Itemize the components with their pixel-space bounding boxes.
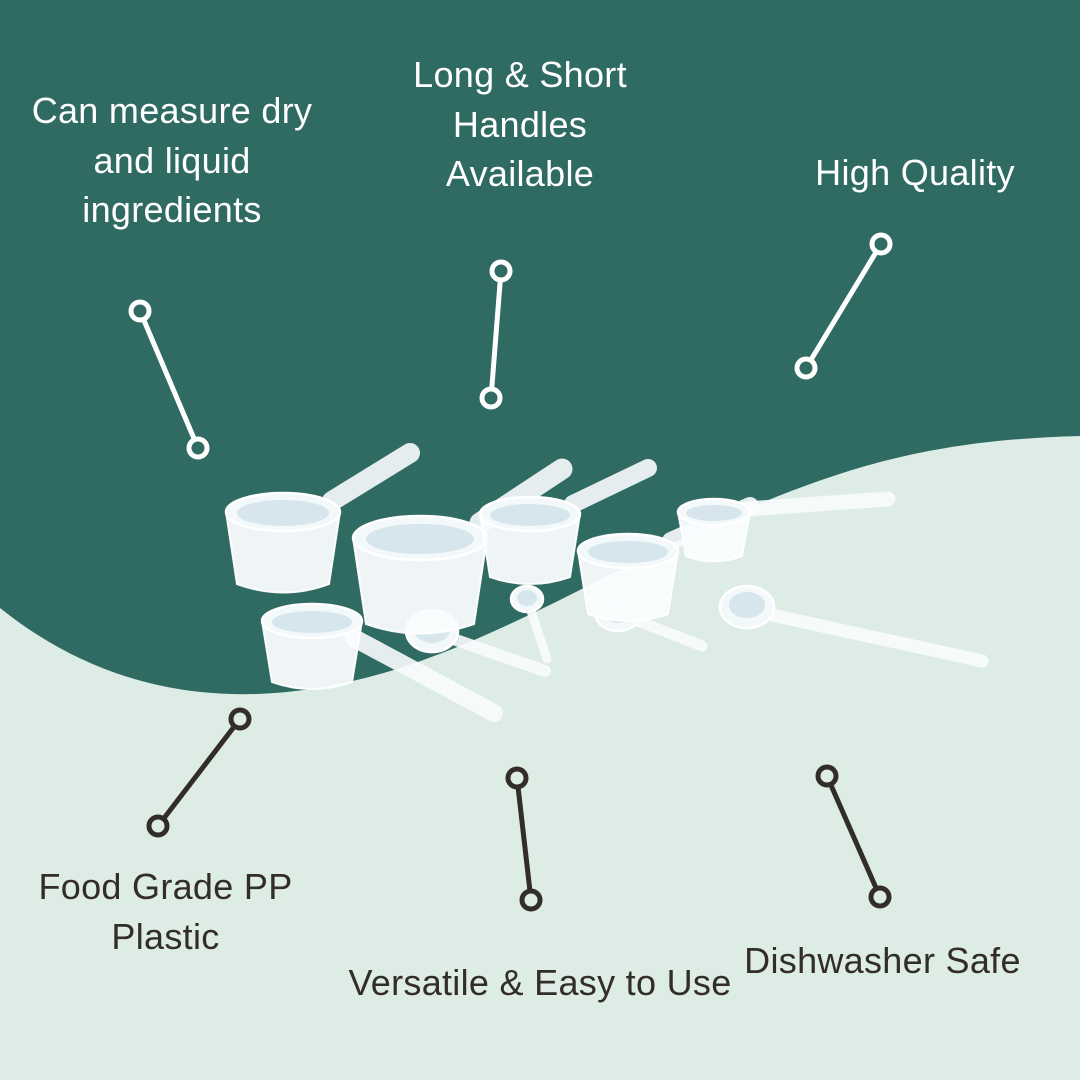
callout-line-bottom-left (155, 716, 243, 829)
label-handles-available: Long & Short Handles Available (413, 54, 627, 195)
measuring-scoops-image (224, 443, 989, 722)
callout-dot (128, 299, 152, 323)
callout-dot (479, 386, 503, 410)
callout-dot (228, 707, 252, 731)
label-high-quality: High Quality (815, 152, 1015, 193)
callout-line-bottom-center (514, 775, 534, 903)
callout-dot (186, 436, 210, 460)
measuring-scoop (260, 602, 503, 722)
measuring-scoop (478, 459, 657, 585)
callout-dot (869, 232, 893, 256)
label-can-measure: Can measure dry and liquid ingredients (31, 90, 313, 231)
callout-dot (794, 356, 818, 380)
callout-dot (868, 885, 892, 909)
callout-dot (505, 766, 529, 790)
callout-line-top-left (137, 308, 201, 451)
callout-lines (128, 232, 893, 912)
callout-line-bottom-right (824, 773, 883, 900)
callout-dot (146, 814, 170, 838)
callout-line-top-center (488, 268, 504, 401)
measuring-spoon (509, 584, 552, 664)
wave-shape (0, 436, 1080, 1080)
callout-line-top-right (803, 241, 884, 371)
callout-dot (489, 259, 513, 283)
measuring-scoop (676, 491, 896, 563)
callout-dot (519, 888, 543, 912)
label-versatile: Versatile & Easy to Use (348, 962, 732, 1003)
measuring-scoop (224, 443, 420, 594)
background-wave (0, 436, 1080, 1080)
measuring-spoon (718, 584, 989, 668)
label-dishwasher-safe: Dishwasher Safe (744, 940, 1021, 981)
callout-dot (815, 764, 839, 788)
label-food-grade: Food Grade PP Plastic (38, 866, 293, 957)
